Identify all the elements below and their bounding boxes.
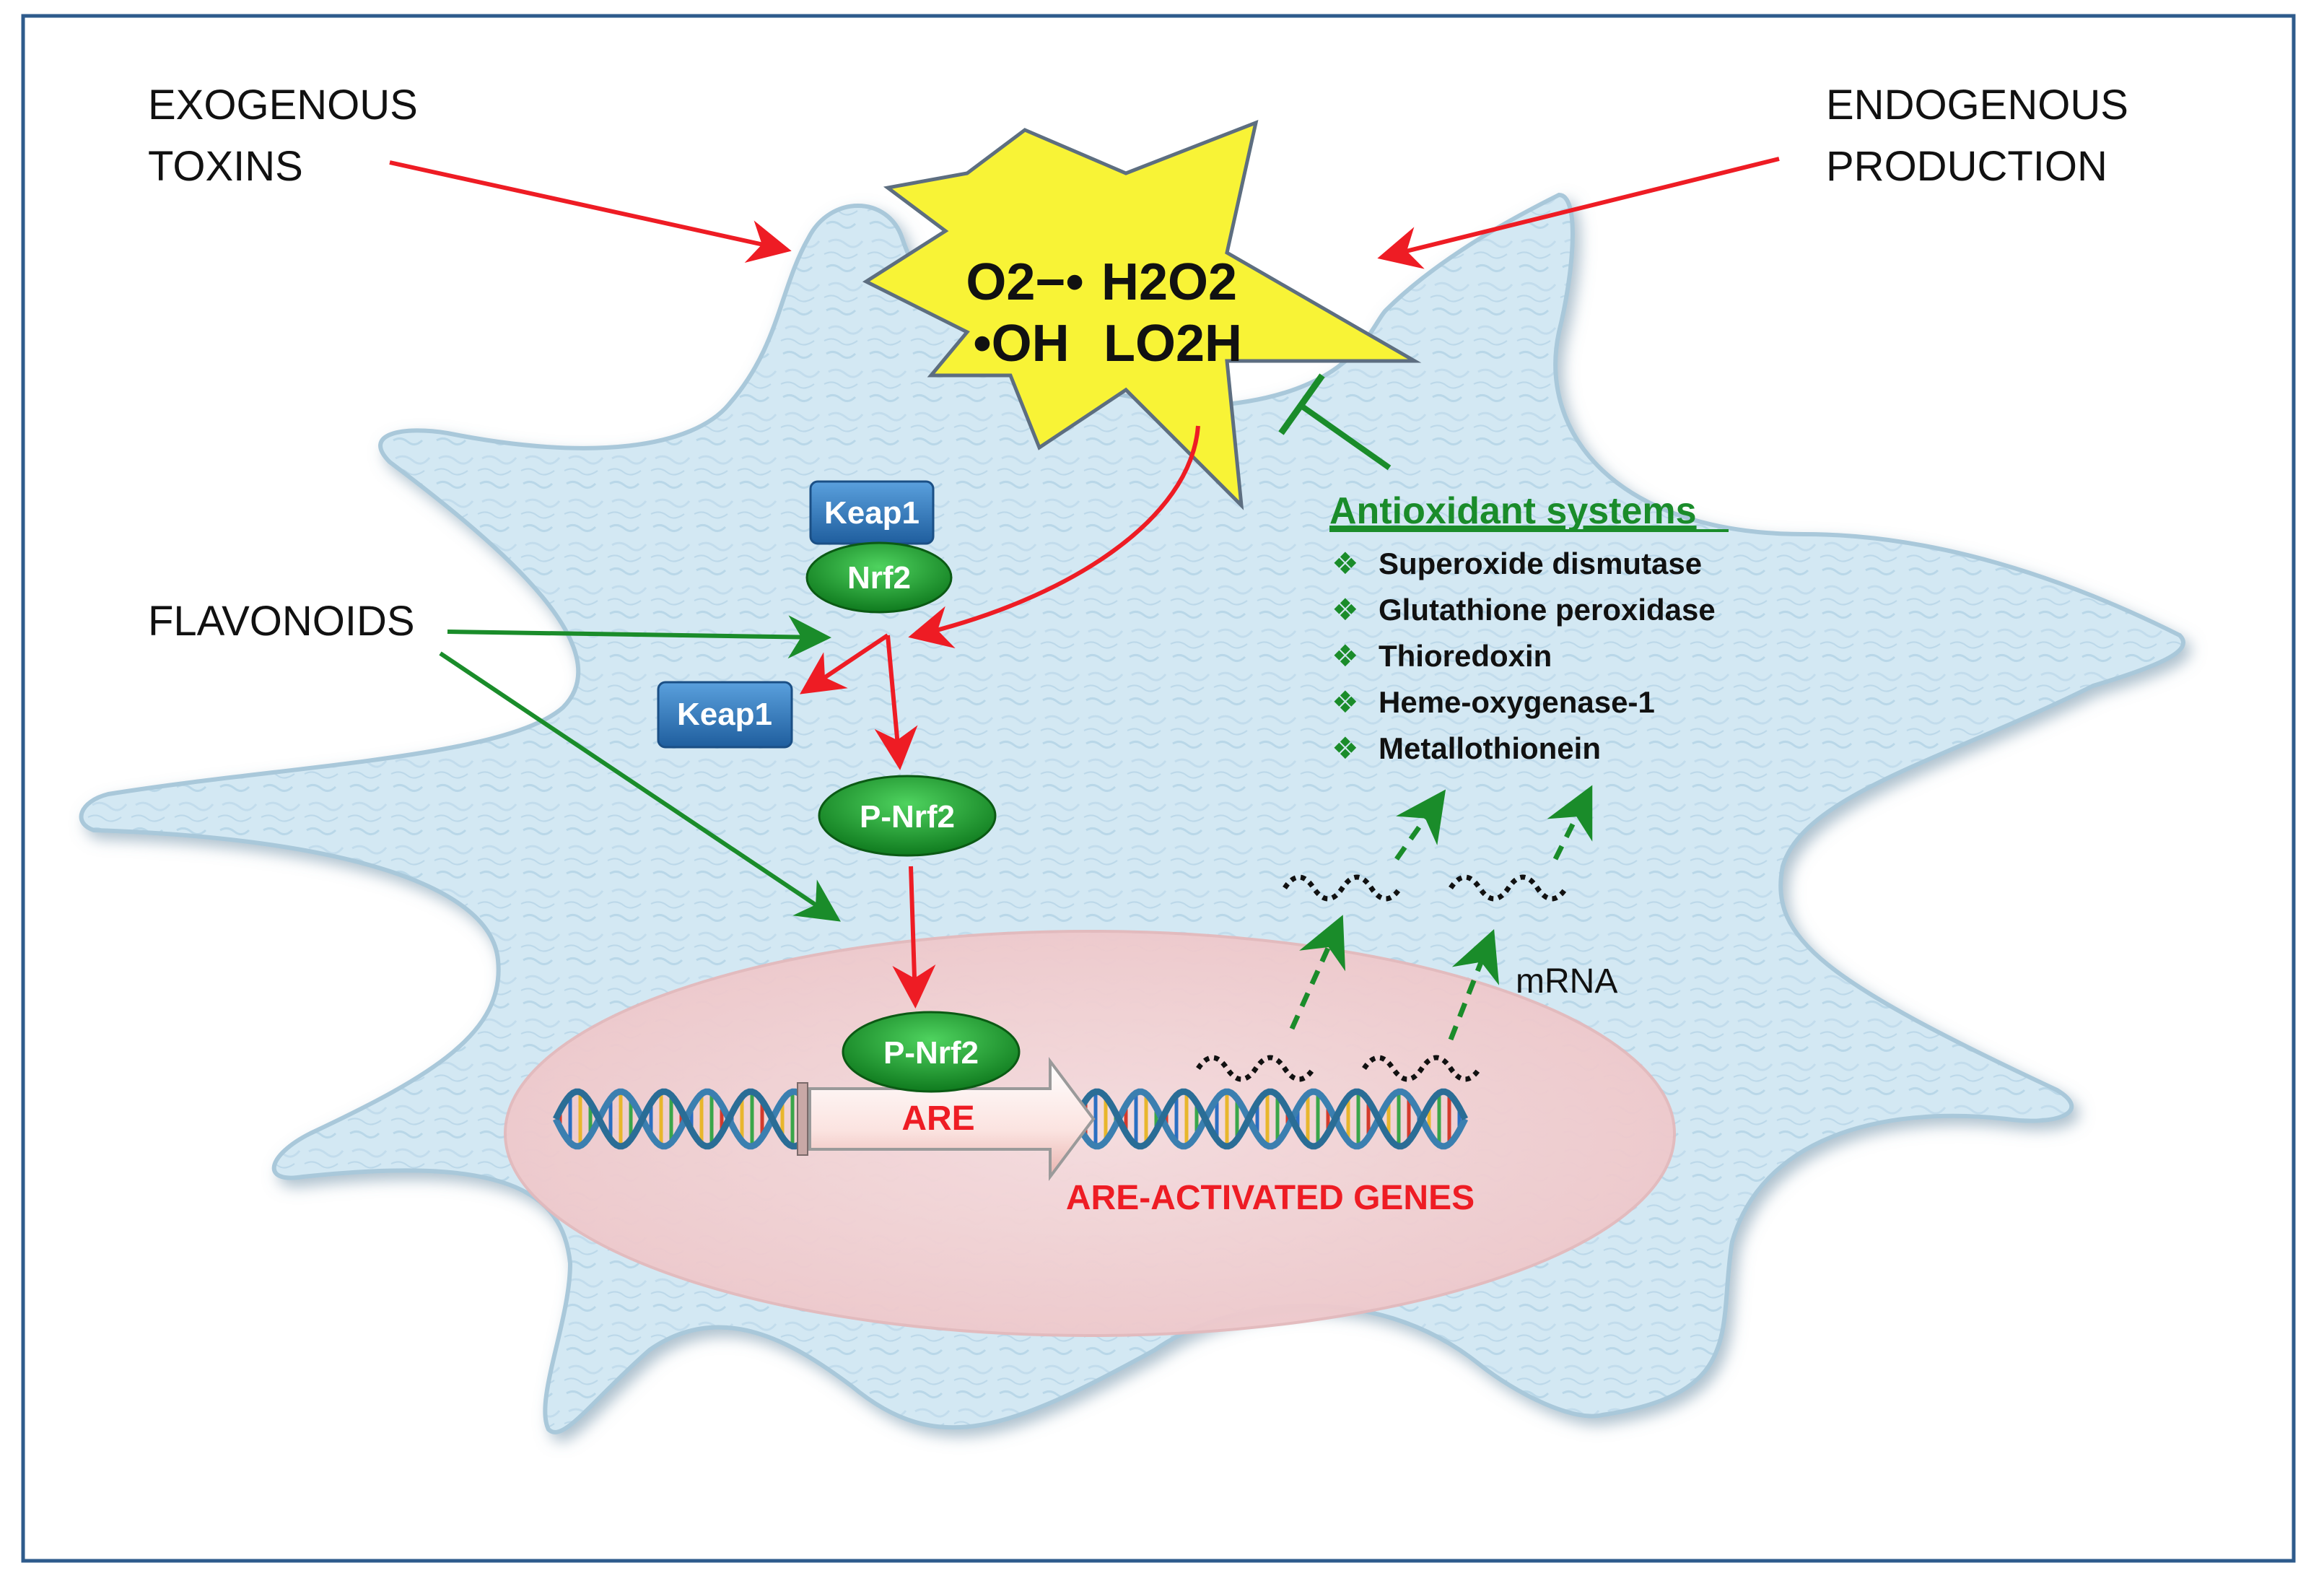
export-arrow-1 bbox=[1289, 915, 1346, 1030]
ros-hydrogen-peroxide: H2O2 bbox=[1101, 253, 1237, 311]
are-element: ARE bbox=[797, 1057, 1096, 1181]
are-label: ARE bbox=[901, 1099, 974, 1138]
ros-to-complex-arrow bbox=[908, 425, 1200, 649]
antioxidant-item: Metallothionein bbox=[1379, 731, 1601, 765]
translation-arrow-1 bbox=[1394, 789, 1446, 861]
keap1-bound-label: Keap1 bbox=[824, 495, 919, 531]
mrna-nucleus-1 bbox=[1196, 1055, 1316, 1082]
flavonoids-label: FLAVONOIDS bbox=[148, 598, 415, 645]
are-arrow bbox=[808, 1057, 1096, 1181]
endogenous-production-label-line2: PRODUCTION bbox=[1826, 143, 2107, 190]
are-activated-genes-label: ARE-ACTIVATED GENES bbox=[1066, 1179, 1475, 1217]
nrf2-label: Nrf2 bbox=[847, 560, 911, 596]
mrna-cytoplasm-1 bbox=[1283, 874, 1402, 902]
p-nrf2-cytoplasm-oval bbox=[818, 775, 997, 857]
endogenous-production-label: ENDOGENOUS bbox=[1826, 82, 2128, 129]
antioxidant-item: Heme-oxygenase-1 bbox=[1379, 685, 1655, 719]
translation-arrow-2 bbox=[1547, 785, 1593, 861]
flavonoids-to-complex-arrow bbox=[447, 615, 831, 659]
antioxidant-item: Thioredoxin bbox=[1379, 639, 1552, 673]
ros-superoxide: O2−• bbox=[966, 253, 1083, 311]
ros-hydroxyl: •OH bbox=[973, 315, 1069, 373]
flavonoids-to-nucleus-arrow bbox=[439, 651, 841, 922]
antioxidant-item: Superoxide dismutase bbox=[1379, 546, 1702, 580]
antioxidant-bullet-icon: ❖ bbox=[1332, 546, 1359, 581]
antioxidant-item: Glutathione peroxidase bbox=[1379, 593, 1716, 627]
antioxidant-bullet-icon: ❖ bbox=[1332, 684, 1359, 720]
nrf2-oval bbox=[805, 541, 953, 614]
p-nrf2-nucleus-label: P-Nrf2 bbox=[883, 1035, 979, 1071]
p-nrf2-cytoplasm-label: P-Nrf2 bbox=[860, 799, 955, 835]
ros-lipid-hydroperoxide: LO2H bbox=[1104, 315, 1242, 373]
nrf2-phosphorylation-arrow bbox=[874, 635, 918, 770]
antioxidant-bullet-icon: ❖ bbox=[1332, 592, 1359, 627]
mrna-label: mRNA bbox=[1516, 962, 1617, 1001]
ros-burst bbox=[862, 119, 1422, 510]
antioxidant-systems: Antioxidant systems ❖ Superoxide dismutas… bbox=[1329, 490, 1729, 766]
antioxidant-bullet-icon: ❖ bbox=[1332, 731, 1359, 766]
antioxidant-title: Antioxidant systems bbox=[1329, 490, 1697, 532]
exogenous-arrow bbox=[389, 160, 792, 263]
endogenous-arrow bbox=[1377, 157, 1780, 269]
mrna-nucleus-2 bbox=[1362, 1055, 1482, 1082]
mrna-cytoplasm-2 bbox=[1449, 874, 1568, 902]
nucleus bbox=[504, 930, 1676, 1337]
inhibition-bar bbox=[1278, 373, 1325, 435]
exogenous-toxins-label: EXOGENOUS bbox=[148, 82, 418, 129]
keap1-nrf2-complex: Keap1 Nrf2 bbox=[805, 480, 953, 614]
keap1-free-label: Keap1 bbox=[677, 697, 772, 732]
keap1-free-box bbox=[657, 681, 793, 749]
export-arrow-2 bbox=[1448, 928, 1500, 1041]
antioxidant-inhibition-line bbox=[1297, 401, 1392, 471]
nuclear-translocation-arrow bbox=[892, 866, 936, 1009]
p-nrf2-nucleus-oval bbox=[842, 1011, 1021, 1093]
release-keap1-arrow bbox=[800, 633, 889, 694]
antioxidant-bullet-icon: ❖ bbox=[1332, 638, 1359, 674]
are-start-bar bbox=[797, 1082, 808, 1156]
exogenous-toxins-label-line2: TOXINS bbox=[148, 143, 303, 190]
